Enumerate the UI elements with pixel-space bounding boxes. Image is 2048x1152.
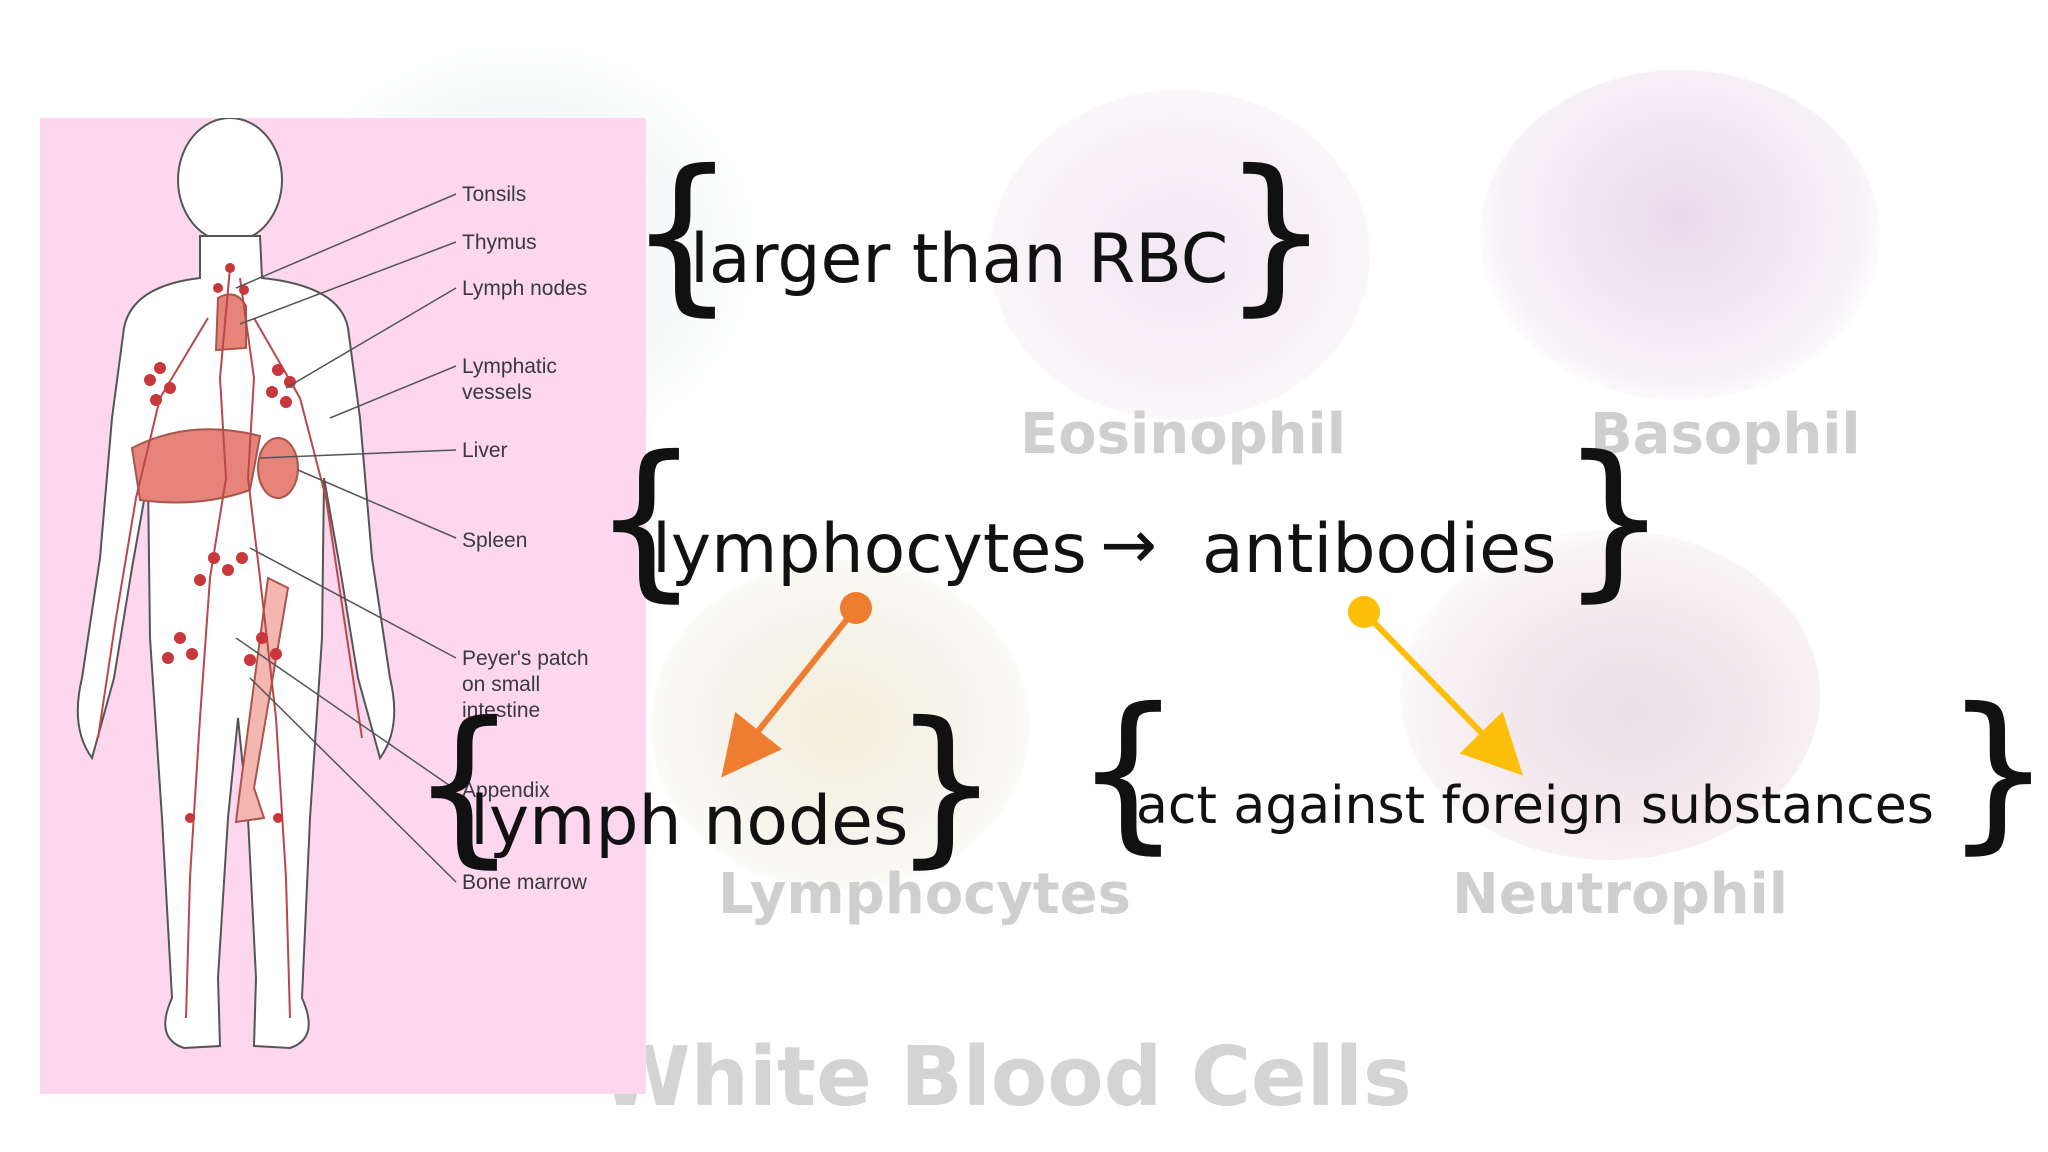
brace-open-larger: { xyxy=(628,134,737,332)
lymph-nodes-label: Lymph nodes xyxy=(462,277,588,300)
lymphatic-vessels xyxy=(97,267,363,1019)
eosinophil-cell-image xyxy=(990,90,1370,420)
brace-open-lymph-nodes: { xyxy=(410,686,519,884)
lymphocytes-text: lymphocytes xyxy=(652,510,1087,589)
arrow-right-icon: → xyxy=(1100,506,1157,585)
lymphocyte-cell-image xyxy=(650,560,1030,890)
arrow-lymphocytes-to-lymph-nodes xyxy=(721,592,872,778)
peyers-patch-label: Peyer's patch on small intestine xyxy=(462,647,589,722)
orange-dot-icon xyxy=(840,592,872,624)
brace-open-lymphocytes: { xyxy=(592,420,701,618)
antibodies-text: antibodies xyxy=(1202,510,1557,589)
bone-marrow-label: Bone marrow xyxy=(462,871,587,894)
brace-close-lymph-nodes: } xyxy=(892,686,1001,884)
label-leader-lines xyxy=(235,193,457,883)
brace-close-lymphocytes: } xyxy=(1560,420,1669,618)
lymph-nodes-text: lymph nodes xyxy=(470,782,909,861)
yellow-dot-icon xyxy=(1348,596,1380,628)
human-body-illustration xyxy=(76,118,457,1050)
liver-label: Liver xyxy=(462,439,508,462)
tonsils-label: Tonsils xyxy=(462,183,527,206)
neutrophil-cell-image xyxy=(1400,530,1820,860)
spleen-label: Spleen xyxy=(462,529,528,552)
appendix-label: Appendix xyxy=(462,779,550,802)
lymphatic-vessels-label: Lymphatic vessels xyxy=(462,355,557,404)
eosinophil-label: Eosinophil xyxy=(1020,402,1346,467)
basophil-cell-image xyxy=(1480,70,1880,400)
lymphocytes-label: Lymphocytes xyxy=(718,862,1131,927)
thymus-label: Thymus xyxy=(462,231,537,254)
larger-than-rbc-text: larger than RBC xyxy=(690,220,1229,299)
liver-organ xyxy=(130,428,262,504)
lymph-nodes-dots xyxy=(144,263,296,823)
act-against-foreign-text: act against foreign substances xyxy=(1136,776,1934,836)
brace-close-larger: } xyxy=(1222,134,1331,332)
lymphatic-system-diagram: Tonsils Thymus Lymph nodes Lymphatic ves… xyxy=(40,118,646,1094)
basophil-label: Basophil xyxy=(1590,402,1861,467)
bone-femur xyxy=(234,576,290,824)
arrow-antibodies-to-foreign xyxy=(1348,596,1523,776)
spleen-organ xyxy=(257,437,299,499)
brace-open-foreign: { xyxy=(1074,672,1183,870)
background-title: White Blood Cells xyxy=(600,1030,1412,1125)
brace-close-foreign: } xyxy=(1944,672,2048,870)
neutrophil-label: Neutrophil xyxy=(1452,862,1788,927)
